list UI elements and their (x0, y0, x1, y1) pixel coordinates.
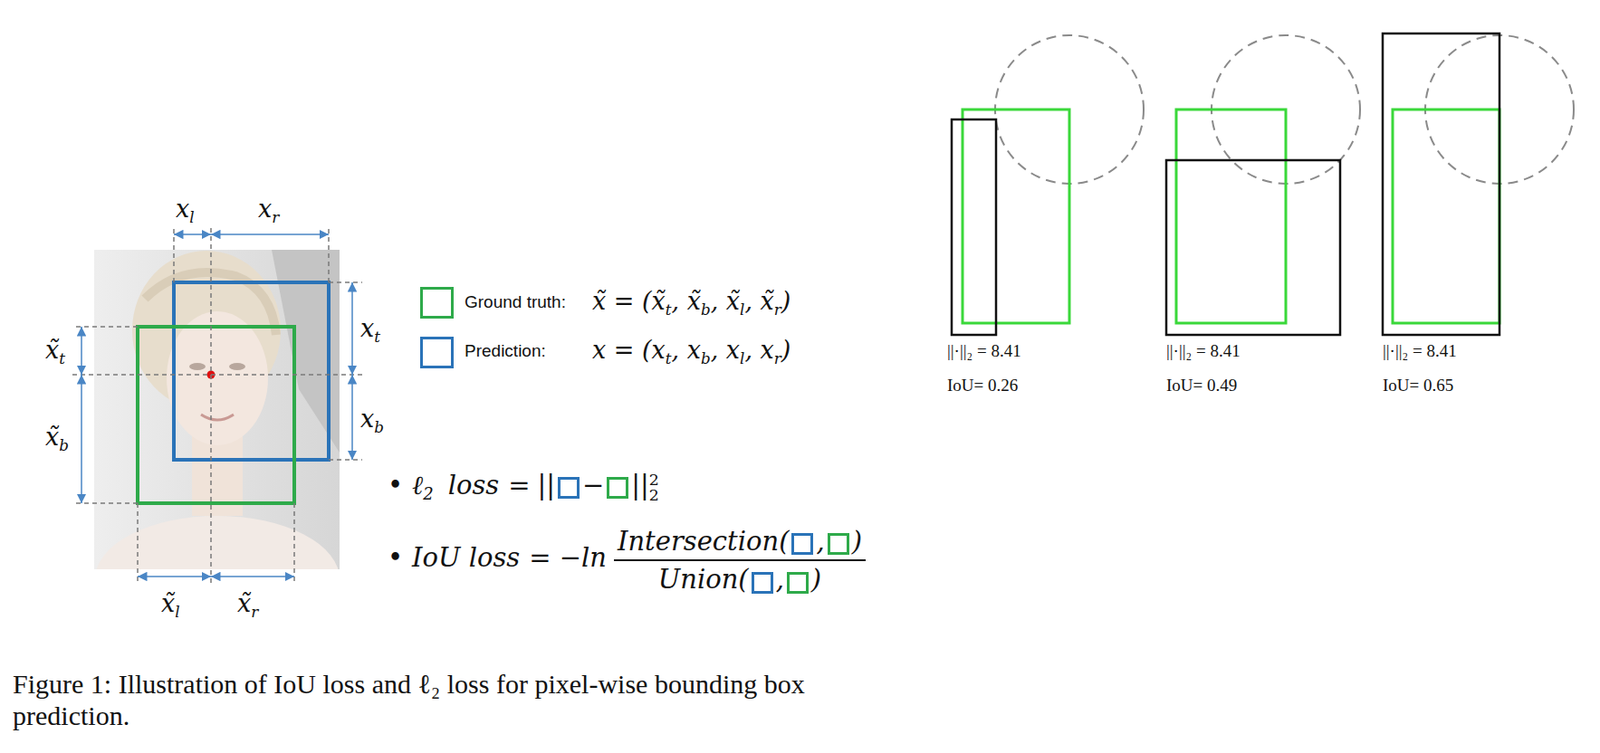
math-symbol: x (175, 194, 190, 223)
formula-text: IoU loss (411, 542, 520, 574)
ground-truth-box (137, 326, 295, 504)
iou-loss-formula: •IoU loss= −lnIntersection(,)Union(,) (387, 525, 866, 597)
legend-swatch (420, 287, 454, 319)
subscript: 2 (422, 484, 433, 504)
subscript: b (700, 349, 711, 368)
subscript: b (700, 300, 711, 319)
panel-label: ||·||₂ = 8.41 (1382, 340, 1457, 363)
norm-value: ||·||₂ = 8.41 (1166, 341, 1241, 361)
superscript: 2 (649, 472, 660, 489)
box-icon (606, 477, 629, 499)
math-symbol: x (360, 314, 374, 343)
iou-value: IoU= 0.65 (1382, 375, 1454, 395)
panel-label: ||·||₂ = 8.41 (947, 340, 1022, 363)
legend-formula: x̃ = (x̃t, x̃b, x̃l, x̃r) (592, 286, 791, 320)
dimension-label: xt (360, 313, 381, 347)
formula-text: || (631, 469, 650, 501)
l2-loss-formula: •ℓ2loss=||−||22 (387, 469, 660, 506)
subscript: l (189, 208, 194, 227)
subscript: l (174, 603, 180, 622)
math-symbol: x̃ (45, 335, 59, 365)
iou-value: IoU= 0.49 (1166, 375, 1237, 395)
legend-text: Prediction: (464, 341, 547, 362)
formula-text: ) (781, 287, 792, 316)
guide-lines (72, 228, 363, 585)
box-icon (827, 533, 850, 556)
math-symbol: x̃ (161, 589, 175, 618)
math-symbol: x̃ (45, 422, 59, 451)
box-icon (557, 477, 580, 499)
panel-label: IoU= 0.26 (947, 374, 1018, 397)
formula-text: = (507, 469, 530, 501)
prediction-box (173, 282, 329, 460)
formula-text: ) (811, 564, 822, 595)
subscript: t (665, 349, 672, 368)
box-icon (751, 572, 774, 595)
formula-text: , x (744, 335, 774, 365)
iou-value: IoU= 0.26 (947, 375, 1018, 395)
subscript: r (271, 208, 279, 227)
formula-text: Intersection( (617, 526, 789, 557)
math-symbol: x̃ (237, 589, 251, 618)
comparison-panels (951, 33, 1574, 336)
dimension-label: x̃b (45, 421, 69, 456)
dimension-label: xb (360, 403, 384, 438)
subscript: r (774, 349, 782, 368)
subscript: l (739, 349, 745, 368)
formula-text: , x (671, 335, 701, 365)
formula-text: || (536, 469, 556, 501)
script-pair: 22 (649, 472, 660, 505)
math-symbol: x (360, 404, 374, 433)
subscript: r (250, 603, 259, 622)
dimension-label: x̃t (45, 335, 66, 369)
subscript: t (373, 327, 381, 346)
dimension-label: x̃r (237, 588, 259, 623)
panel-label: IoU= 0.65 (1382, 374, 1454, 397)
legend-swatch (420, 336, 454, 369)
bullet: • (387, 469, 403, 501)
face-photo (94, 249, 340, 570)
formula-text: , x (710, 335, 740, 365)
bullet: • (387, 542, 403, 574)
dimension-label: xl (175, 193, 195, 228)
formula-text: , (776, 564, 785, 595)
math-symbol: ℓ (411, 469, 423, 501)
formula-text: x̃ = (x̃ (592, 287, 666, 316)
subscript: t (665, 300, 672, 319)
box-icon (791, 533, 814, 556)
math-symbol: x (258, 194, 272, 223)
dimension-label: x̃l (161, 588, 181, 623)
box-icon (786, 572, 809, 595)
norm-value: ||·||₂ = 8.41 (947, 341, 1022, 361)
subscript: b (58, 436, 69, 455)
subscript: l (739, 300, 745, 319)
formula-text: − (582, 469, 604, 501)
subscript: r (774, 300, 782, 319)
norm-value: ||·||₂ = 8.41 (1382, 341, 1457, 361)
formula-text: , (815, 526, 824, 557)
formula-text: , x̃ (671, 287, 701, 316)
numerator: Intersection(,) (613, 525, 866, 562)
formula-text: , x̃ (710, 287, 740, 316)
fraction: Intersection(,)Union(,) (613, 525, 866, 597)
formula-text: x = (x (592, 335, 666, 365)
dimension-label: xr (258, 193, 279, 228)
formula-text: ) (852, 526, 863, 557)
denominator: Union(,) (654, 561, 825, 596)
formula-text: loss (448, 469, 500, 501)
formula-text: = −ln (528, 542, 607, 574)
subscript: b (373, 418, 384, 437)
formula-text: ) (781, 335, 792, 365)
legend-text: Ground truth: (464, 292, 566, 313)
subscript: t (58, 349, 66, 368)
panel-label: ||·||₂ = 8.41 (1166, 340, 1241, 363)
panel-label: IoU= 0.49 (1166, 374, 1237, 397)
subscript: 2 (649, 488, 660, 504)
figure-caption: Figure 1: Illustration of IoU loss and ℓ… (12, 668, 873, 732)
formula-text: , x̃ (744, 287, 774, 316)
legend-formula: x = (xt, xb, xl, xr) (592, 335, 791, 369)
dimension-arrows (81, 234, 353, 577)
formula-text: Union( (658, 564, 749, 595)
